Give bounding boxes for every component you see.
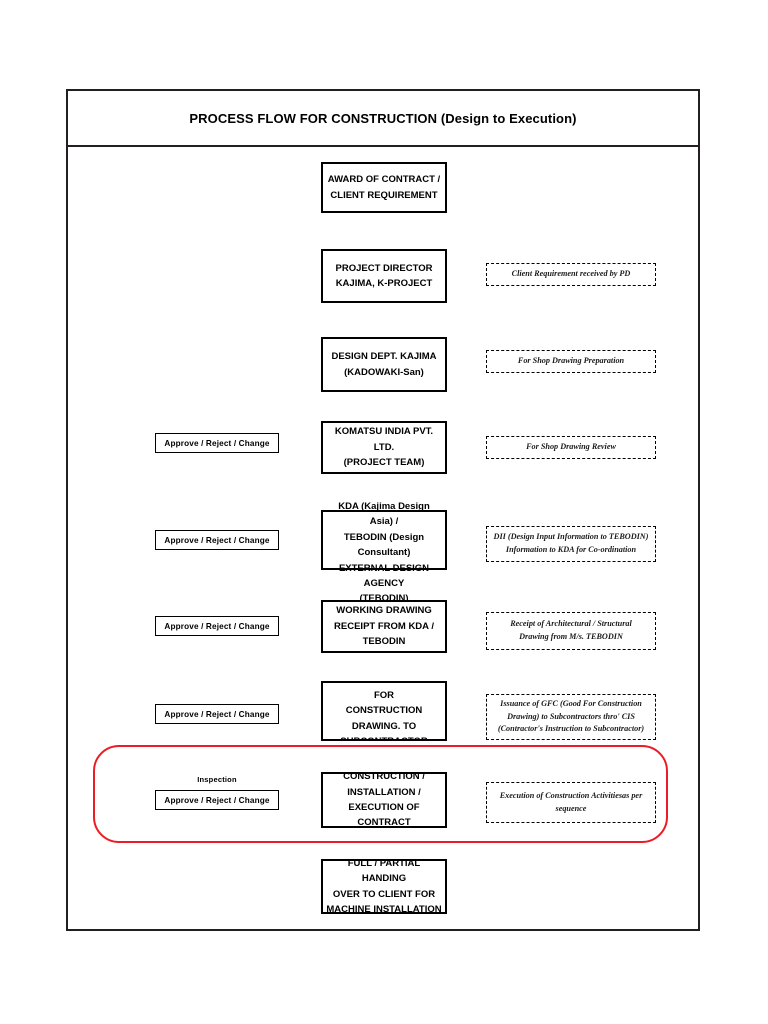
- decision-box-approve-working-drawing-label: Approve / Reject / Change: [164, 621, 270, 631]
- process-box-award[interactable]: AWARD OF CONTRACT /CLIENT REQUIREMENT: [321, 162, 447, 213]
- note-project-director-text: Client Requirement received by PD: [511, 269, 631, 279]
- process-box-design-dept-label: DESIGN DEPT. KAJIMA(KADOWAKI-San): [331, 351, 437, 378]
- construction-phase-highlight: [93, 745, 668, 843]
- page-title: PROCESS FLOW FOR CONSTRUCTION (Design to…: [189, 110, 577, 126]
- diagram-title-bar: PROCESS FLOW FOR CONSTRUCTION (Design to…: [68, 91, 698, 147]
- note-design-dept-text: For Shop Drawing Preparation: [517, 356, 625, 366]
- process-box-construction-label: CONSTRUCTION /INSTALLATION /EXECUTION OF…: [343, 772, 425, 828]
- note-komatsu: For Shop Drawing Review: [486, 436, 656, 459]
- decision-box-approve-inspection[interactable]: Approve / Reject / Change: [155, 790, 279, 810]
- process-box-kda-tebodin-label: KDA (Kajima Design Asia) /TEBODIN (Desig…: [338, 501, 430, 605]
- note-construction-text: Execution of Construction Activitiesas p…: [499, 790, 643, 813]
- process-box-kda-tebodin[interactable]: KDA (Kajima Design Asia) /TEBODIN (Desig…: [321, 501, 447, 604]
- decision-box-approve-komatsu-label: Approve / Reject / Change: [164, 438, 270, 448]
- note-construction: Execution of Construction Activitiesas p…: [486, 782, 656, 823]
- process-box-komatsu[interactable]: KOMATSU INDIA PVT. LTD.(PROJECT TEAM): [321, 421, 447, 474]
- process-box-award-label: AWARD OF CONTRACT /CLIENT REQUIREMENT: [327, 174, 441, 201]
- decision-box-approve-kda-label: Approve / Reject / Change: [164, 535, 270, 545]
- note-project-director: Client Requirement received by PD: [486, 263, 656, 286]
- process-box-design-dept[interactable]: DESIGN DEPT. KAJIMA(KADOWAKI-San): [321, 337, 447, 392]
- process-box-gfc-issuance-label: ISSUANCE OF GOOD FORCONSTRUCTIONDRAWING.…: [336, 683, 433, 739]
- note-kda: DII (Design Input Information to TEBODIN…: [486, 526, 656, 562]
- process-box-gfc-issuance[interactable]: ISSUANCE OF GOOD FORCONSTRUCTIONDRAWING.…: [321, 681, 447, 741]
- note-kda-text: DII (Design Input Information to TEBODIN…: [493, 532, 649, 554]
- note-design-dept: For Shop Drawing Preparation: [486, 350, 656, 373]
- process-box-construction[interactable]: CONSTRUCTION /INSTALLATION /EXECUTION OF…: [321, 772, 447, 828]
- decision-box-approve-gfc[interactable]: Approve / Reject / Change: [155, 704, 279, 724]
- inspection-label: Inspection: [197, 775, 237, 784]
- process-box-komatsu-label: KOMATSU INDIA PVT. LTD.(PROJECT TEAM): [334, 426, 434, 469]
- decision-box-approve-working-drawing[interactable]: Approve / Reject / Change: [155, 616, 279, 636]
- decision-box-approve-gfc-label: Approve / Reject / Change: [164, 709, 270, 719]
- decision-box-approve-komatsu[interactable]: Approve / Reject / Change: [155, 433, 279, 453]
- note-komatsu-text: For Shop Drawing Review: [526, 442, 616, 452]
- decision-box-approve-kda[interactable]: Approve / Reject / Change: [155, 530, 279, 550]
- decision-box-approve-inspection-label: Approve / Reject / Change: [164, 795, 270, 805]
